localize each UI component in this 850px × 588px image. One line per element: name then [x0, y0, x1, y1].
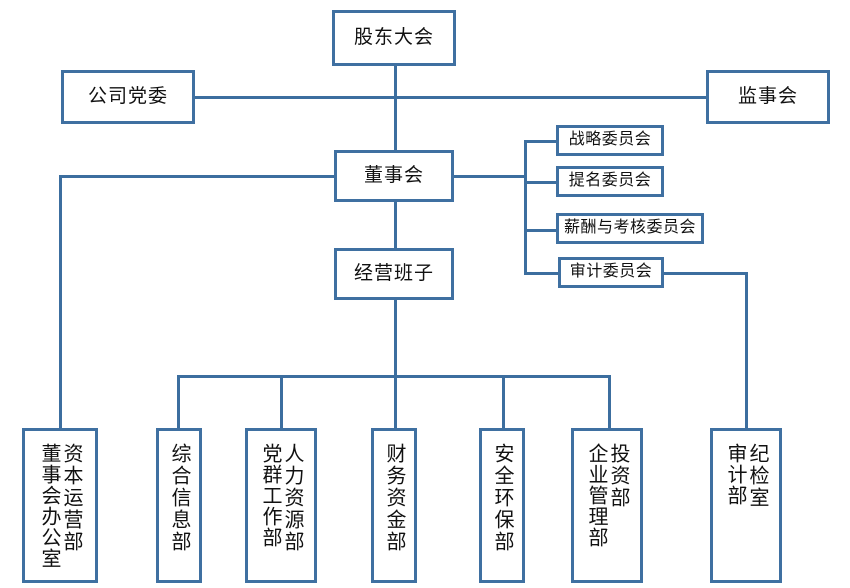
connector-stub-dept-7 [745, 405, 748, 430]
connector-committee-1 [524, 140, 558, 143]
node-committee-compensation[interactable]: 薪酬与考核委员会 [556, 213, 704, 244]
connector-committee-trunk [524, 140, 527, 272]
node-label-committee-audit: 审计委员会 [569, 263, 653, 281]
node-board-of-supervisors[interactable]: 监事会 [706, 70, 830, 124]
connector-board-left-branch [59, 175, 339, 178]
connector-audit-drop [745, 272, 748, 430]
dept-primary-label-3: 人力资源部 [281, 443, 303, 553]
node-committee-strategy[interactable]: 战略委员会 [556, 125, 664, 156]
node-board-of-directors[interactable]: 董事会 [334, 150, 454, 202]
connector-board-to-committee-trunk [452, 175, 526, 178]
dept-secondary-label-1: 董事会办公室 [38, 443, 60, 569]
node-dept-human-resources[interactable]: 人力资源部 党群工作部 [245, 428, 317, 583]
node-shareholders-meeting[interactable]: 股东大会 [332, 10, 456, 66]
dept-text-stack: 资本运营部 董事会办公室 [38, 443, 82, 569]
dept-secondary-label-7: 审计部 [724, 443, 746, 506]
dept-secondary-label-6: 企业管理部 [585, 443, 607, 548]
node-dept-capital-operations[interactable]: 资本运营部 董事会办公室 [22, 428, 98, 583]
node-dept-investment[interactable]: 投资部 企业管理部 [571, 428, 643, 583]
connector-board-to-supervisors [394, 96, 708, 99]
dept-primary-label-4: 财务资金部 [383, 443, 405, 553]
dept-primary-label-7: 纪检室 [746, 443, 768, 509]
dept-primary-label-5: 安全环保部 [491, 443, 513, 553]
connector-committee-2 [524, 181, 558, 184]
connector-dept-drop-2 [177, 375, 180, 430]
dept-text-stack: 综合信息部 [168, 443, 190, 568]
node-label-committee-strategy: 战略委员会 [568, 131, 652, 149]
connector-board-vertical-mid [394, 96, 397, 152]
node-party-committee[interactable]: 公司党委 [61, 70, 195, 124]
dept-primary-label-2: 综合信息部 [168, 443, 190, 553]
connector-party-committee-to-board [195, 96, 395, 99]
dept-text-stack: 投资部 企业管理部 [585, 443, 629, 568]
node-label-party-committee: 公司党委 [87, 86, 168, 108]
node-label-shareholders-meeting: 股东大会 [353, 27, 434, 49]
dept-primary-label-6: 投资部 [607, 443, 629, 509]
connector-board-to-management [394, 200, 397, 248]
node-management-team[interactable]: 经营班子 [334, 248, 454, 300]
dept-text-stack: 财务资金部 [383, 443, 405, 568]
node-committee-audit[interactable]: 审计委员会 [558, 257, 664, 288]
connector-stub-dept-1 [59, 405, 62, 430]
connector-dept-drop-5 [502, 375, 505, 430]
node-dept-comprehensive-information[interactable]: 综合信息部 [156, 428, 202, 583]
node-dept-finance-funds[interactable]: 财务资金部 [371, 428, 417, 583]
connector-audit-to-dept [663, 272, 748, 275]
node-label-management-team: 经营班子 [353, 263, 434, 285]
dept-text-stack: 安全环保部 [491, 443, 513, 568]
node-label-board-of-directors: 董事会 [363, 165, 424, 187]
node-dept-safety-environment[interactable]: 安全环保部 [479, 428, 525, 583]
node-label-board-of-supervisors: 监事会 [737, 86, 798, 108]
connector-dept-drop-4 [394, 375, 397, 430]
node-committee-nomination[interactable]: 提名委员会 [556, 166, 664, 197]
connector-management-drop [394, 300, 397, 375]
connector-committee-4 [524, 272, 560, 275]
dept-primary-label-1: 资本运营部 [60, 443, 82, 553]
connector-dept-drop-3 [280, 375, 283, 430]
node-dept-discipline-inspection[interactable]: 纪检室 审计部 [710, 428, 782, 583]
dept-text-stack: 纪检室 审计部 [724, 443, 768, 568]
dept-text-stack: 人力资源部 党群工作部 [259, 443, 303, 568]
connector-board-left-drop [59, 175, 62, 430]
connector-dept-drop-6 [608, 375, 611, 430]
node-label-committee-compensation: 薪酬与考核委员会 [563, 219, 696, 237]
dept-secondary-label-3: 党群工作部 [259, 443, 281, 548]
node-label-committee-nomination: 提名委员会 [568, 172, 652, 190]
connector-committee-3 [524, 229, 558, 232]
